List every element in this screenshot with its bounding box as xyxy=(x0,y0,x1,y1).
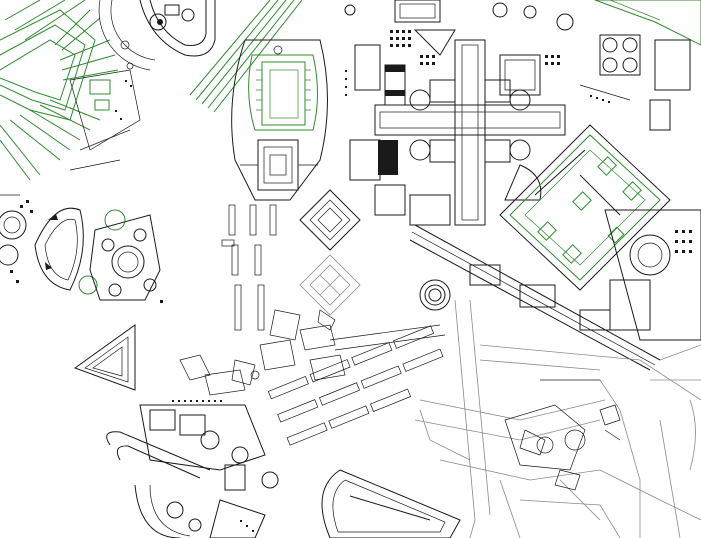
colonnade-street xyxy=(409,224,661,371)
church-compound xyxy=(504,379,621,491)
shop-rows xyxy=(267,324,446,446)
round-temple xyxy=(419,279,451,311)
modern-street-network xyxy=(414,299,701,538)
radial-garden-ink xyxy=(69,0,156,171)
radial-garden-green xyxy=(0,0,119,181)
triangular-garden-top-right xyxy=(579,0,701,131)
colonnade-dots xyxy=(115,70,610,532)
east-bath-complex xyxy=(604,209,701,341)
circular-complex-top xyxy=(139,0,216,57)
baths-grid-complex xyxy=(344,0,574,226)
oval-stadium-complex xyxy=(231,39,328,201)
circus-track xyxy=(321,469,461,538)
bottom-left-complex xyxy=(106,400,279,538)
west-round-complex xyxy=(0,194,163,303)
rotated-square-temples xyxy=(299,189,361,316)
riverside-buildings xyxy=(179,309,346,396)
diagonal-green-complex xyxy=(499,124,671,291)
triangular-monument xyxy=(73,324,136,391)
diagonal-avenue-green xyxy=(189,0,303,113)
warehouse-blocks xyxy=(221,204,277,331)
